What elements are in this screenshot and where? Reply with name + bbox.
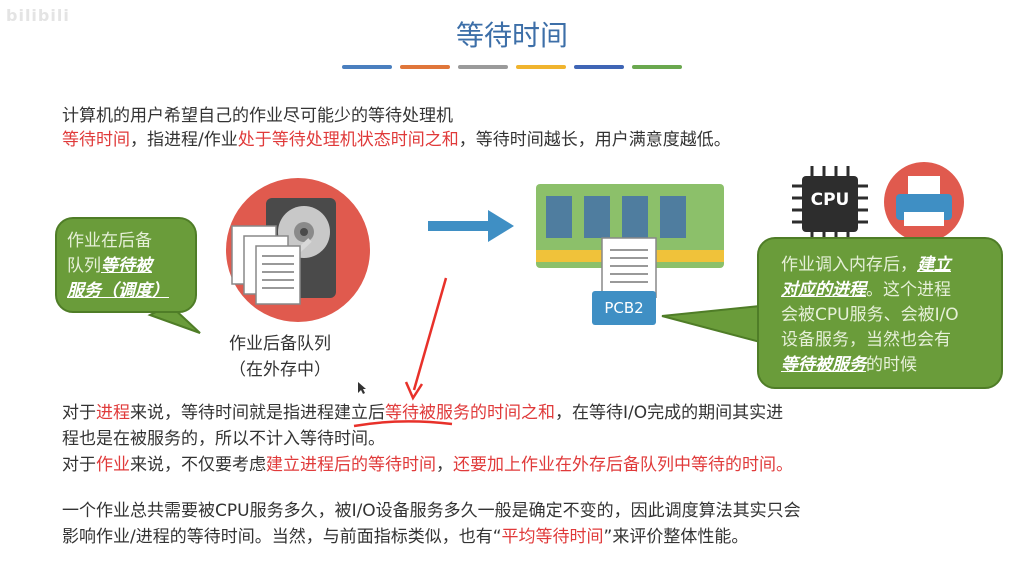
process-line-2: 程也是在被服务的，所以不计入等待时间。 (62, 429, 385, 449)
mouse-cursor-icon (358, 382, 366, 394)
intro-highlight: 处于等待处理机状态时间之和 (237, 130, 459, 150)
text: 来说，等待时间就是指进程建立后 (130, 403, 385, 423)
final-line-1: 一个作业总共需要被CPU服务多久，被I/O设备服务多久一般是确定不变的，因此调度… (62, 501, 801, 521)
queue-label-line: 作业后备队列 (229, 334, 331, 354)
color-bar (400, 65, 450, 69)
callout-text: 对应的进程。这个进程 (781, 278, 1001, 303)
arrow-right-icon (428, 210, 514, 242)
callout-emphasis: 等待被服务 (781, 355, 866, 375)
right-callout-tail (661, 304, 761, 344)
cpu-label: CPU (810, 190, 850, 210)
document-stack-icon (231, 225, 301, 305)
callout-text: 会被CPU服务、会被I/O (781, 305, 959, 325)
intro-line-1: 计算机的用户希望自己的作业尽可能少的等待处理机 (62, 106, 453, 126)
process-line-1: 对于进程来说，等待时间就是指进程建立后等待被服务的时间之和，在等待I/O完成的期… (62, 400, 783, 426)
callout-text: 作业调入内存后， (781, 255, 917, 275)
memory-module-icon (530, 184, 730, 268)
callout-text: 作业在后备 (67, 231, 152, 251)
highlight: 还要加上作业在外存后备队列中等待的时间。 (453, 455, 793, 475)
color-bar (574, 65, 624, 69)
job-line: 对于作业来说，不仅要考虑建立进程后的等待时间，还要加上作业在外存后备队列中等待的… (62, 452, 793, 478)
intro-text: ，指进程/作业 (130, 130, 238, 150)
text: ”来评价整体性能。 (603, 527, 749, 547)
term-job: 作业 (96, 455, 130, 475)
left-callout: 作业在后备 队列等待被 服务（调度） (55, 217, 197, 313)
text: ，在等待I/O完成的期间其实进 (555, 403, 784, 423)
callout-text: 。这个进程 (866, 280, 951, 300)
right-callout: 作业调入内存后，建立 对应的进程。这个进程 会被CPU服务、会被I/O 设备服务… (757, 237, 1003, 389)
final-line-2: 影响作业/进程的等待时间。当然，与前面指标类似，也有“平均等待时间”来评价整体性… (62, 524, 748, 550)
printer-icon (884, 162, 964, 242)
term-average-waiting-time: 平均等待时间 (501, 527, 604, 547)
callout-text: 队列 (67, 256, 101, 276)
callout-text: 队列等待被 (67, 254, 195, 279)
title-color-bars (342, 65, 682, 69)
hard-disk-icon (226, 178, 370, 322)
red-annotation-arrow (353, 277, 453, 428)
cpu-chip-icon (792, 166, 868, 242)
callout-emphasis: 服务（调度） (67, 281, 169, 301)
pcb2-badge: PCB2 (592, 291, 656, 325)
text: 对于 (62, 403, 96, 423)
pcb-document-icon (601, 237, 657, 298)
highlight: 等待被服务的时间之和 (385, 403, 555, 423)
callout-emphasis: 等待被 (101, 256, 152, 276)
callout-text: 作业调入内存后，建立 (781, 253, 1001, 278)
color-bar (458, 65, 508, 69)
highlight: 建立进程后的等待时间 (266, 455, 436, 475)
callout-text: 等待被服务的时候 (781, 353, 1001, 378)
term-waiting-time: 等待时间 (62, 130, 130, 150)
text: 对于 (62, 455, 96, 475)
term-process: 进程 (96, 403, 130, 423)
text: 影响作业/进程的等待时间。当然，与前面指标类似，也有“ (62, 527, 502, 547)
color-bar (342, 65, 392, 69)
queue-label: 作业后备队列 （在外存中） (205, 331, 355, 383)
bilibili-watermark: bilibili (6, 6, 70, 25)
callout-emphasis: 对应的进程 (781, 280, 866, 300)
queue-label-line: （在外存中） (229, 360, 331, 380)
callout-text: 的时候 (866, 355, 917, 375)
intro-text: ，等待时间越长，用户满意度越低。 (458, 130, 731, 150)
text: 来说，不仅要考虑 (130, 455, 266, 475)
text: ， (436, 455, 453, 475)
intro-line-2: 等待时间，指进程/作业处于等待处理机状态时间之和，等待时间越长，用户满意度越低。 (62, 127, 731, 153)
color-bar (516, 65, 566, 69)
callout-emphasis: 建立 (917, 255, 951, 275)
callout-text: 设备服务，当然也会有 (781, 330, 951, 350)
page-title: 等待时间 (455, 19, 568, 52)
color-bar (632, 65, 682, 69)
